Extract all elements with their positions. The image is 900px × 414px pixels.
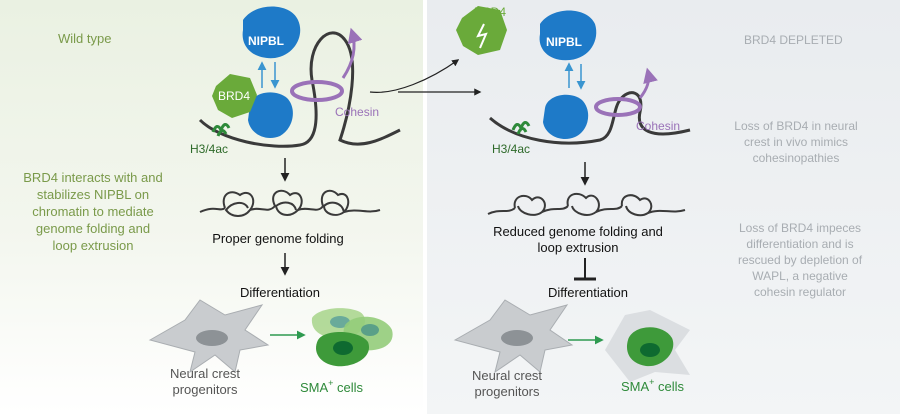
folded-chromatin (199, 189, 381, 217)
differentiation-label: Differentiation (240, 285, 320, 300)
note-line: cohesin regulator (754, 285, 846, 299)
sma-label: SMA+ cells (621, 377, 685, 394)
nipbl-shape (242, 6, 301, 59)
cohesin-label: Cohesin (636, 119, 680, 133)
extrusion-arrow (638, 67, 658, 99)
left-desc-line: loop extrusion (53, 238, 134, 253)
brd4-label: BRD4 (218, 89, 250, 103)
note-line: crest in vivo mimics (744, 135, 848, 149)
progenitors-label: progenitors (172, 382, 238, 397)
cohesin-ring (290, 80, 344, 102)
nipbl-label: NIPBL (248, 34, 284, 48)
left-desc-line: stabilizes NIPBL on (37, 187, 149, 202)
nipbl-shape (539, 10, 597, 61)
depleted-label: BRD4 DEPLETED (744, 33, 843, 47)
brd4-detached-label: BRD4 (474, 5, 506, 19)
nipbl-bound-shape (248, 92, 293, 139)
chromatin-loop (198, 31, 401, 148)
note-line: Loss of BRD4 in neural (734, 119, 857, 133)
h3-label: H3/4ac (492, 142, 530, 156)
h3-tails-icon (211, 123, 231, 137)
cohesin-ring (594, 97, 642, 117)
note-line: WAPL, a negative (752, 269, 848, 283)
note-cohesinopathies: Loss of BRD4 in neural crest in vivo mim… (734, 119, 857, 165)
transition-arrow-up (369, 59, 460, 93)
note-wapl: Loss of BRD4 impeces differentiation and… (738, 221, 863, 299)
left-desc-line: chromatin to mediate (32, 204, 153, 219)
lightning-icon (476, 23, 488, 49)
nipbl-bound-shape (543, 94, 589, 140)
note-line: differentiation and is (746, 237, 853, 251)
progenitors-label: progenitors (474, 384, 540, 399)
left-description: BRD4 interacts with and stabilizes NIPBL… (23, 170, 162, 253)
left-desc-line: BRD4 interacts with and (23, 170, 162, 185)
extrusion-arrow (341, 27, 363, 79)
progenitors-label: Neural crest (170, 366, 240, 381)
sma-cells (311, 308, 393, 367)
cell-nucleus (501, 330, 533, 346)
h3-label: H3/4ac (190, 142, 228, 156)
h3-tails-icon (511, 121, 531, 135)
sma-cell-single (605, 310, 690, 382)
proper-folding-label: Proper genome folding (212, 231, 344, 246)
reduced-folding-label: Reduced genome folding and (493, 224, 663, 239)
note-line: Loss of BRD4 impeces (739, 221, 861, 235)
note-line: cohesinopathies (753, 151, 840, 165)
sma-label: SMA+ cells (300, 378, 364, 395)
nipbl-label: NIPBL (546, 35, 582, 49)
folded-chromatin-reduced (487, 192, 686, 217)
wild-type-label: Wild type (58, 31, 111, 46)
progenitors-label: Neural crest (472, 368, 542, 383)
reduced-folding-label: loop extrusion (538, 240, 619, 255)
cohesin-label: Cohesin (335, 105, 379, 119)
note-line: rescued by depletion of (738, 253, 863, 267)
differentiation-label: Differentiation (548, 285, 628, 300)
brd4-shape (212, 74, 257, 118)
cell-nucleus (196, 330, 228, 346)
left-desc-line: genome folding and (36, 221, 150, 236)
